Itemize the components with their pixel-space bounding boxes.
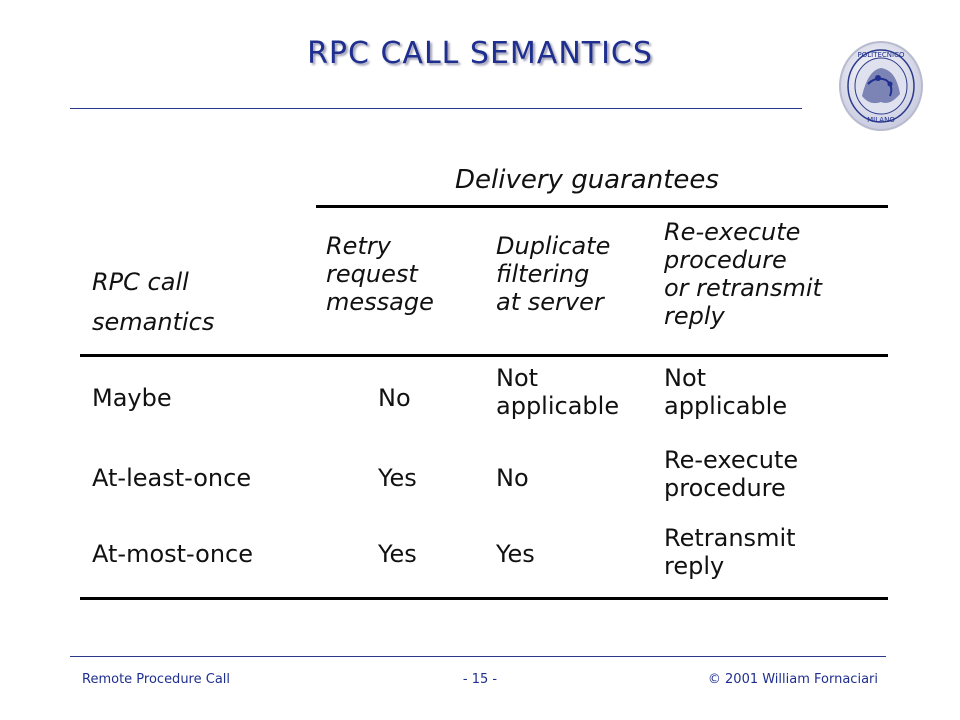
row-at-most-once-reexecute: Retransmit reply	[664, 524, 796, 580]
svg-text:MILANO: MILANO	[867, 116, 895, 124]
row-at-least-once-semantics: At-least-once	[92, 464, 252, 492]
column-header-duplicate-filtering: Duplicate filtering at server	[496, 232, 611, 316]
footer-page-number: - 15 -	[462, 672, 498, 687]
title-divider	[70, 108, 802, 109]
row-at-least-once-retry: Yes	[378, 464, 417, 492]
slide-title: RPC CALL SEMANTICS	[307, 36, 653, 71]
column-header-retry: Retry request message	[326, 232, 434, 316]
row-header-rpc-call-semantics: RPC call semantics	[92, 268, 215, 336]
table-bottom-rule	[80, 597, 888, 600]
footer-divider	[70, 656, 886, 657]
row-maybe-reexecute: Not applicable	[664, 364, 788, 420]
row-at-least-once-reexecute: Re-execute procedure	[664, 446, 799, 502]
university-seal-logo: POLITECNICO MILANO	[839, 41, 923, 131]
group-header-rule	[316, 205, 888, 208]
header-bottom-rule	[80, 354, 888, 357]
footer-left: Remote Procedure Call	[82, 672, 231, 687]
row-maybe-retry: No	[378, 384, 411, 412]
row-at-most-once-retry: Yes	[378, 540, 417, 568]
row-maybe-semantics: Maybe	[92, 384, 172, 412]
row-at-least-once-duplicate: No	[496, 464, 529, 492]
footer-copyright: © 2001 William Fornaciari	[707, 672, 878, 687]
row-at-most-once-duplicate: Yes	[496, 540, 535, 568]
column-header-reexecute: Re-execute procedure or retransmit reply	[664, 218, 822, 330]
row-maybe-duplicate: Not applicable	[496, 364, 620, 420]
group-header-delivery-guarantees: Delivery guarantees	[455, 165, 719, 195]
row-at-most-once-semantics: At-most-once	[92, 540, 254, 568]
svg-text:POLITECNICO: POLITECNICO	[858, 51, 905, 59]
